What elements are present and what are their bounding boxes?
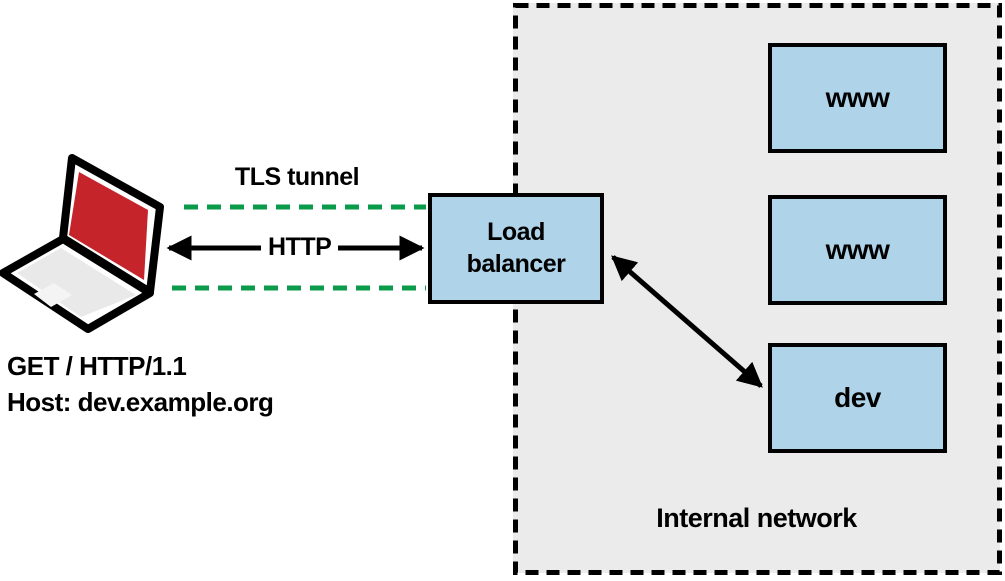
server-box-www-1: www (768, 43, 947, 153)
server-label: dev (834, 382, 881, 413)
internal-network-label: Internal network (656, 503, 857, 533)
http-request-line: GET / HTTP/1.1 (7, 351, 187, 381)
http-host-header-line: Host: dev.example.org (7, 387, 274, 417)
tls-tunnel-label: TLS tunnel (234, 163, 360, 191)
load-balancer-label: Load balancer (466, 218, 566, 278)
laptop-keyboard (17, 248, 136, 317)
server-box-www-2: www (768, 195, 947, 305)
server-label: www (825, 234, 890, 265)
load-balancer-box: Load balancer (428, 193, 604, 304)
laptop-screen (69, 172, 148, 280)
http-protocol-label: HTTP (261, 232, 339, 262)
laptop-trackpad (34, 283, 72, 307)
server-label: www (825, 82, 890, 113)
laptop-icon (0, 154, 164, 333)
server-box-dev: dev (768, 343, 947, 453)
